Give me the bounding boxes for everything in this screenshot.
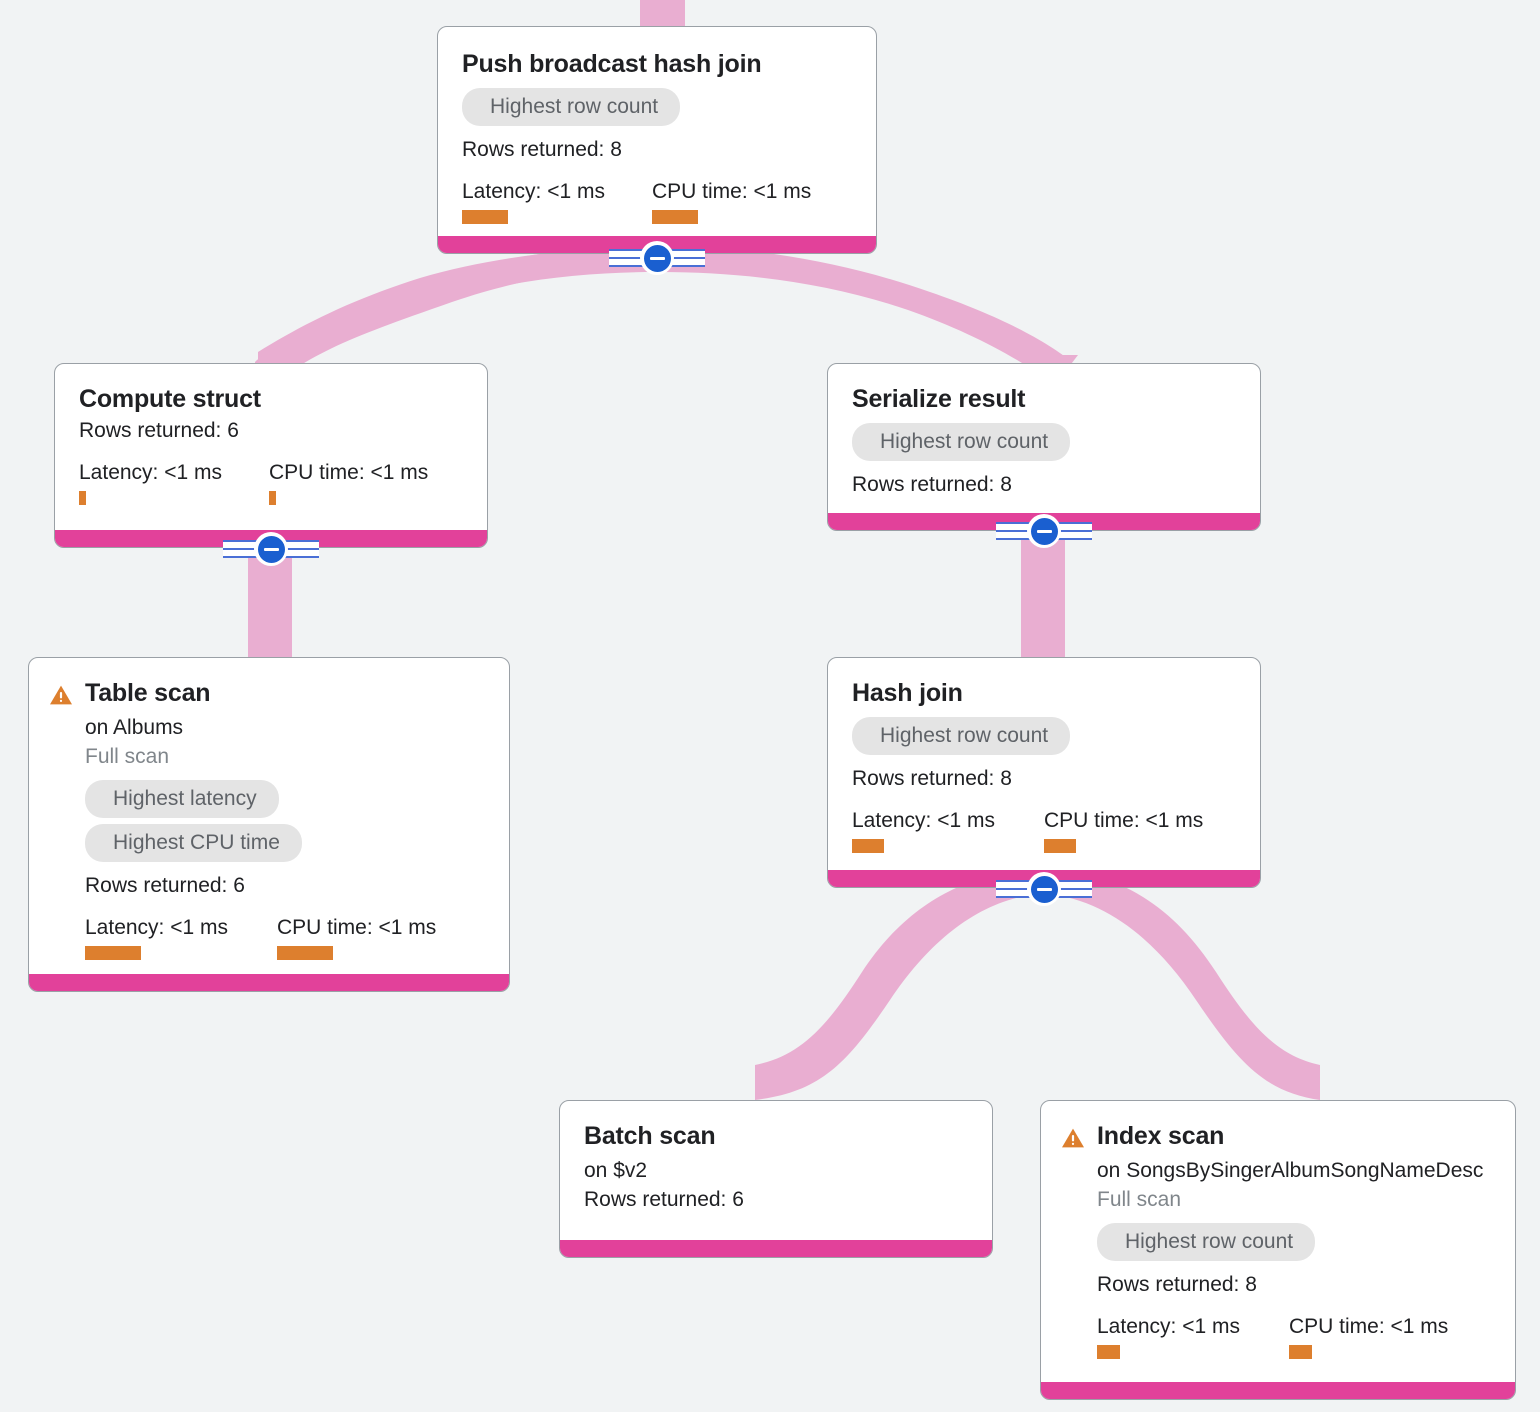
plan-node-push-broadcast-hash-join[interactable]: Push broadcast hash join Highest row cou… (437, 26, 877, 254)
node-target: on Albums (85, 716, 184, 739)
rows-returned: Rows returned: 6 (584, 1188, 744, 1211)
cpu-metric: CPU time: <1 ms (652, 180, 811, 224)
badge-highest-row-count: Highest row count (462, 88, 681, 126)
warning-triangle-icon (1062, 1128, 1084, 1148)
rows-returned: Rows returned: 6 (79, 419, 239, 442)
latency-bar (85, 946, 141, 960)
plan-node-compute-struct[interactable]: Compute struct Rows returned: 6 Latency:… (54, 363, 488, 548)
edge-ribbon-push-to-compute-fill (258, 245, 655, 372)
metrics-row: Latency: <1 ms CPU time: <1 ms (1097, 1315, 1491, 1359)
cpu-label: CPU time: <1 ms (1289, 1315, 1449, 1338)
node-body: Push broadcast hash join Highest row cou… (438, 27, 876, 242)
node-footer-bar (560, 1240, 992, 1257)
plan-node-hash-join[interactable]: Hash join Highest row count Rows returne… (827, 657, 1261, 888)
rows-returned: Rows returned: 6 (85, 874, 245, 897)
badge-highest-row-count: Highest row count (1097, 1223, 1316, 1261)
node-footer-bar (29, 974, 509, 991)
node-body: Table scan on Albums Full scan Highest l… (29, 658, 509, 978)
cpu-label: CPU time: <1 ms (1044, 809, 1204, 832)
node-title: Compute struct (79, 385, 261, 413)
node-title: Table scan (85, 679, 211, 707)
latency-label: Latency: <1 ms (85, 916, 228, 939)
rows-returned: Rows returned: 8 (462, 138, 622, 161)
rows-returned: Rows returned: 8 (1097, 1273, 1257, 1296)
node-body: Index scan on SongsBySingerAlbumSongName… (1041, 1101, 1515, 1377)
node-body: Compute struct Rows returned: 6 Latency:… (55, 364, 487, 523)
latency-metric: Latency: <1 ms (79, 461, 269, 505)
node-title: Push broadcast hash join (462, 50, 762, 78)
node-scan-type: Full scan (85, 745, 170, 768)
node-body: Batch scan on $v2 Rows returned: 6 (560, 1101, 992, 1231)
metrics-row: Latency: <1 ms CPU time: <1 ms (852, 809, 1236, 853)
latency-bar (852, 839, 884, 853)
cpu-metric: CPU time: <1 ms (1044, 809, 1203, 853)
badge-highest-row-count: Highest row count (852, 717, 1071, 755)
cpu-bar (652, 210, 698, 224)
latency-bar (1097, 1345, 1120, 1359)
latency-metric: Latency: <1 ms (85, 916, 277, 960)
node-body: Serialize result Highest row count Rows … (828, 364, 1260, 516)
edge-serialize-result-to-hash-join (1021, 530, 1065, 665)
node-header: Table scan on Albums Full scan Highest l… (49, 678, 485, 960)
cpu-bar (1289, 1345, 1312, 1359)
node-title: Serialize result (852, 385, 1026, 413)
node-title: Hash join (852, 679, 963, 707)
warning-triangle-icon (50, 685, 72, 705)
cpu-metric: CPU time: <1 ms (1289, 1315, 1448, 1359)
node-body: Hash join Highest row count Rows returne… (828, 658, 1260, 871)
rows-returned: Rows returned: 8 (852, 473, 1012, 496)
metrics-row: Latency: <1 ms CPU time: <1 ms (85, 916, 485, 960)
node-header: Index scan on SongsBySingerAlbumSongName… (1061, 1121, 1491, 1359)
latency-label: Latency: <1 ms (462, 180, 605, 203)
cpu-label: CPU time: <1 ms (277, 916, 437, 939)
badge-highest-row-count: Highest row count (852, 423, 1071, 461)
latency-bar (462, 210, 508, 224)
cpu-metric: CPU time: <1 ms (277, 916, 436, 960)
minus-circle-icon[interactable] (1030, 875, 1058, 903)
plan-node-index-scan[interactable]: Index scan on SongsBySingerAlbumSongName… (1040, 1100, 1516, 1400)
latency-label: Latency: <1 ms (852, 809, 995, 832)
latency-metric: Latency: <1 ms (462, 180, 652, 224)
latency-metric: Latency: <1 ms (1097, 1315, 1289, 1359)
plan-node-batch-scan[interactable]: Batch scan on $v2 Rows returned: 6 (559, 1100, 993, 1258)
edge-push-broadcast-hash-join-to-compute-struct (268, 258, 660, 372)
latency-label: Latency: <1 ms (1097, 1315, 1240, 1338)
metrics-row: Latency: <1 ms CPU time: <1 ms (79, 461, 463, 505)
latency-metric: Latency: <1 ms (852, 809, 1044, 853)
toggle-compute-struct[interactable] (223, 532, 319, 566)
toggle-hash-join[interactable] (996, 872, 1092, 906)
toggle-serialize-result[interactable] (996, 514, 1092, 548)
node-target: on SongsBySingerAlbumSongNameDesc (1097, 1159, 1484, 1182)
latency-label: Latency: <1 ms (79, 461, 222, 484)
node-title: Batch scan (584, 1122, 716, 1150)
latency-bar (79, 491, 86, 505)
node-header: Push broadcast hash join Highest row cou… (462, 49, 852, 224)
cpu-bar (277, 946, 333, 960)
plan-node-serialize-result[interactable]: Serialize result Highest row count Rows … (827, 363, 1261, 531)
minus-circle-icon[interactable] (1030, 517, 1058, 545)
plan-node-table-scan[interactable]: Table scan on Albums Full scan Highest l… (28, 657, 510, 992)
metrics-row: Latency: <1 ms CPU time: <1 ms (462, 180, 852, 224)
badge-highest-cpu-time: Highest CPU time (85, 824, 302, 862)
node-scan-type: Full scan (1097, 1188, 1182, 1211)
rows-returned: Rows returned: 8 (852, 767, 1012, 790)
cpu-bar (269, 491, 276, 505)
cpu-metric: CPU time: <1 ms (269, 461, 428, 505)
cpu-label: CPU time: <1 ms (269, 461, 429, 484)
minus-circle-icon[interactable] (257, 535, 285, 563)
toggle-push-broadcast-hash-join[interactable] (609, 241, 705, 275)
badge-highest-latency: Highest latency (85, 780, 279, 818)
node-title: Index scan (1097, 1122, 1225, 1150)
node-footer-bar (1041, 1382, 1515, 1399)
minus-circle-icon[interactable] (643, 244, 671, 272)
cpu-label: CPU time: <1 ms (652, 180, 812, 203)
node-target: on $v2 (584, 1159, 648, 1182)
cpu-bar (1044, 839, 1076, 853)
